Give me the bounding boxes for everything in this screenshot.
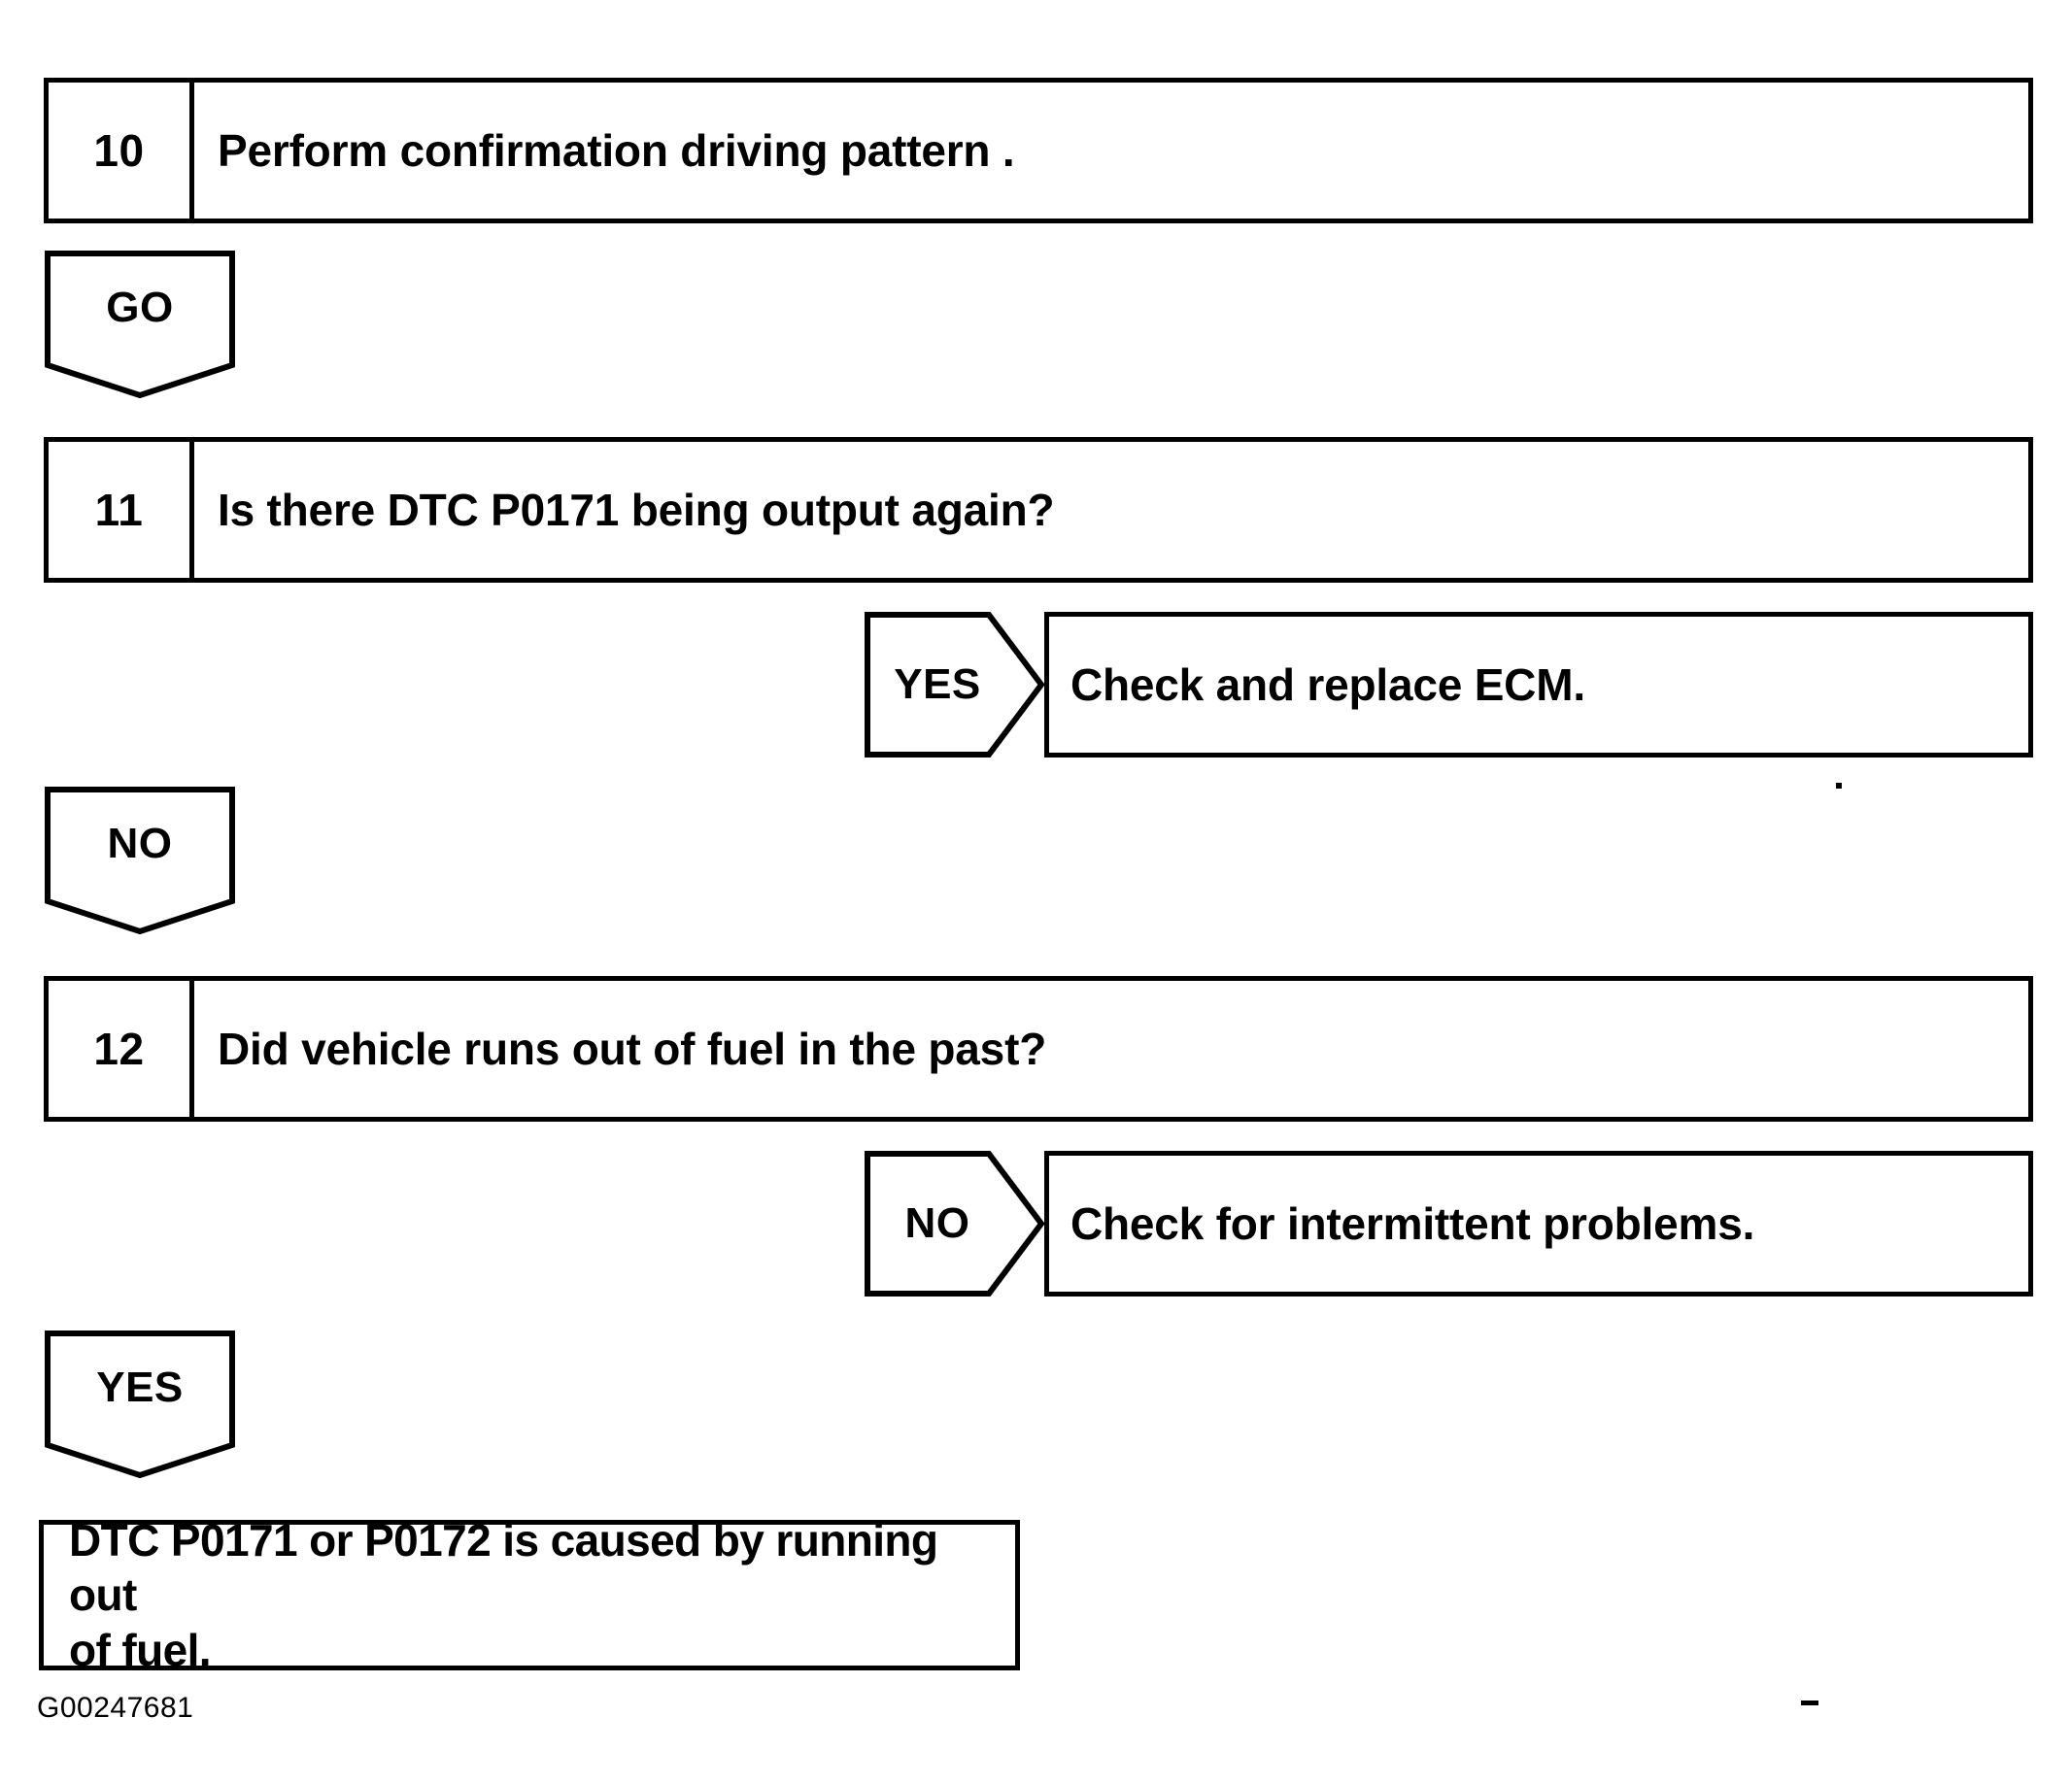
step-text-12: Did vehicle runs out of fuel in the past… (218, 1024, 1047, 1074)
pentagon-down-shape (45, 251, 235, 398)
connector-no: NO (45, 787, 235, 934)
scan-speck (1836, 783, 1842, 789)
branch-yes-step-11: YES Check and replace ECM. (865, 612, 2033, 758)
pentagon-down-shape (45, 1330, 235, 1478)
connector-no-label: NO (107, 820, 173, 867)
step-number-12: 12 (49, 981, 194, 1117)
step-text-11: Is there DTC P0171 being output again? (218, 485, 1055, 535)
branch-arrow-no-label: NO (904, 1199, 970, 1247)
step-row-12: 12 Did vehicle runs out of fuel in the p… (44, 976, 2033, 1122)
branch-arrow-no: NO (865, 1151, 1044, 1297)
step-text-10: Perform confirmation driving pattern . (218, 125, 1015, 176)
branch-arrow-yes-label: YES (894, 660, 981, 708)
result-text-line-1: DTC P0171 or P0172 is caused by running … (69, 1515, 938, 1621)
connector-go-label: GO (106, 284, 174, 331)
outcome-box-replace-ecm: Check and replace ECM. (1044, 612, 2033, 758)
result-box-out-of-fuel: DTC P0171 or P0172 is caused by running … (39, 1515, 1020, 1675)
scan-speck (1801, 1701, 1818, 1705)
result-text: DTC P0171 or P0172 is caused by running … (69, 1513, 990, 1676)
step-row-11: 11 Is there DTC P0171 being output again… (44, 437, 2033, 583)
connector-yes: YES (45, 1330, 235, 1478)
figure-caption: G00247681 (37, 1692, 194, 1724)
branch-no-step-12: NO Check for intermittent problems. (865, 1151, 2033, 1297)
pentagon-down-shape (45, 787, 235, 934)
arrow-right-shape (865, 612, 1044, 758)
connector-go: GO (45, 251, 235, 398)
step-number-10: 10 (49, 83, 194, 219)
branch-arrow-yes: YES (865, 612, 1044, 758)
step-number-11: 11 (49, 442, 194, 578)
outcome-box-intermittent-problems: Check for intermittent problems. (1044, 1151, 2033, 1297)
arrow-right-shape (865, 1151, 1044, 1297)
connector-yes-label: YES (96, 1364, 184, 1411)
result-text-line-2: of fuel. (69, 1624, 212, 1675)
step-row-10: 10 Perform confirmation driving pattern … (44, 78, 2033, 223)
